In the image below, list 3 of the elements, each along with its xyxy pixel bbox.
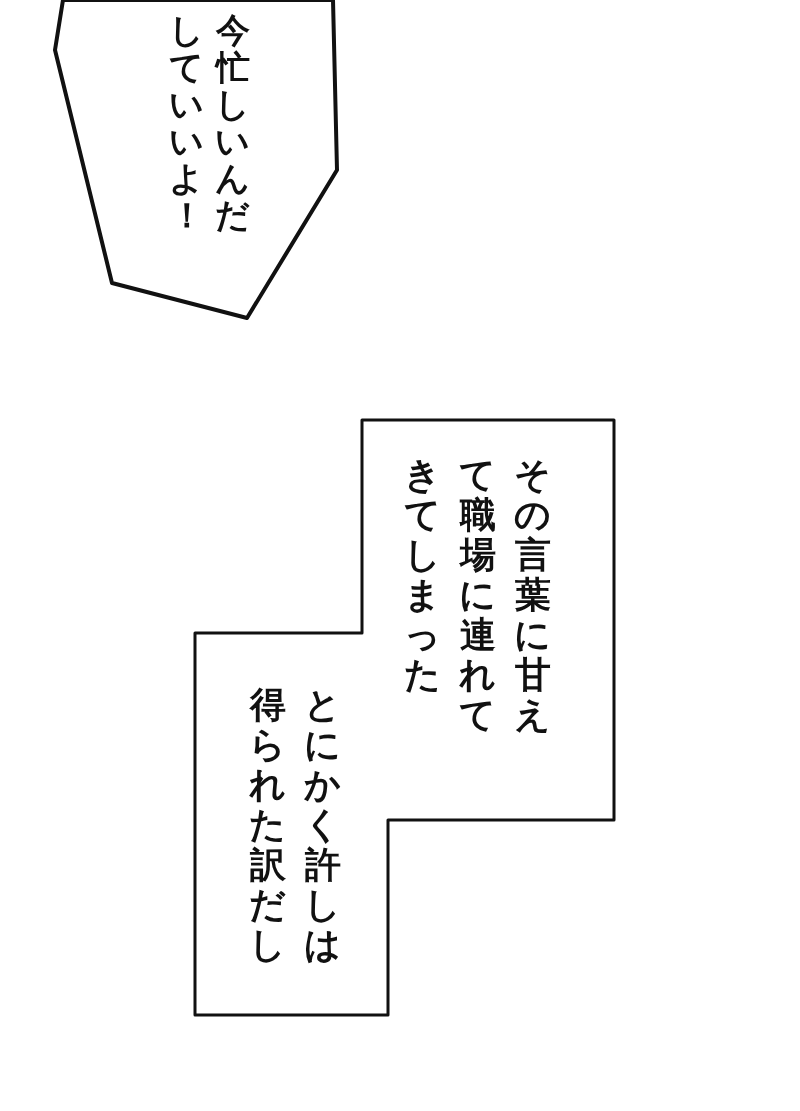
narration-text: とにかく許しは得られた訳だし: [250, 685, 341, 967]
speech-text: 今忙しいんだしていいよ！: [170, 12, 250, 237]
narration-text: その言葉に甘えて職場に連れてきてしまった: [405, 455, 551, 737]
